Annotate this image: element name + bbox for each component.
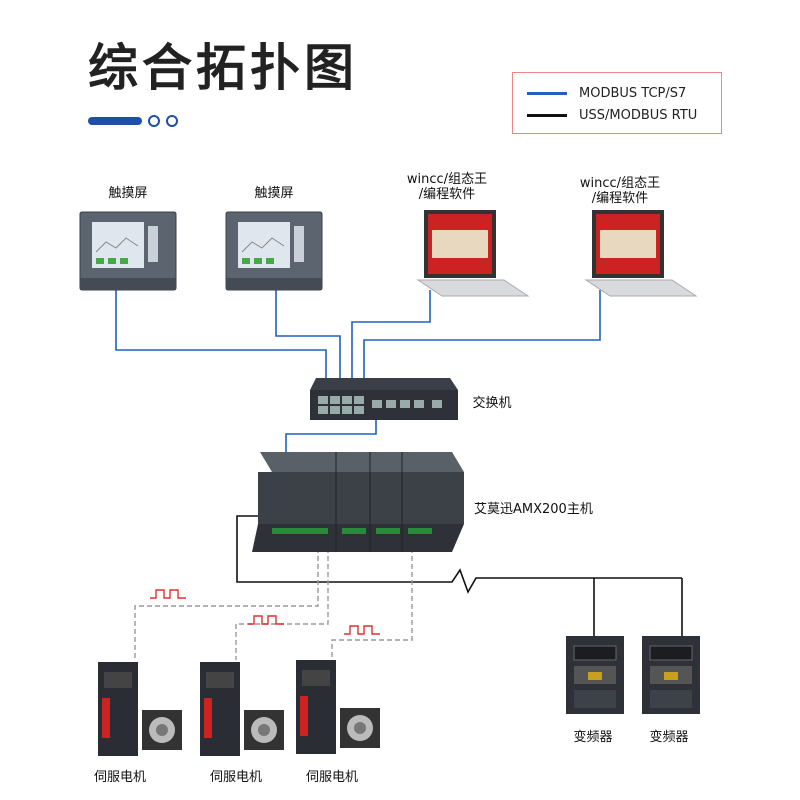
legend-label-ethernet: MODBUS TCP/S7 — [579, 85, 687, 101]
serial-bus — [236, 515, 682, 594]
title-underline-bar — [88, 117, 142, 125]
label-vfd-2: 变频器 — [649, 730, 689, 745]
pulse-icon-1 — [150, 589, 186, 599]
label-servo-2: 伺服电机 — [209, 770, 262, 785]
laptop-2 — [584, 210, 698, 297]
servo-2 — [200, 662, 284, 756]
legend-item-serial: USS/MODBUS RTU — [527, 105, 697, 125]
label-vfd-1: 变频器 — [573, 730, 613, 745]
label-laptop-2: wincc/组态王 /编程软件 — [579, 176, 661, 206]
pulse-symbols — [150, 589, 380, 635]
plc-controller — [252, 452, 464, 552]
link-hmi1-switch — [115, 290, 327, 390]
ethernet-links — [115, 290, 601, 460]
label-hmi-2: 触摸屏 — [254, 186, 294, 201]
vfd-1 — [566, 636, 624, 714]
legend-swatch-ethernet — [527, 91, 567, 95]
pulse-icon-3 — [344, 625, 380, 635]
serial-links — [236, 515, 683, 636]
title-dot-1 — [148, 115, 160, 127]
legend-box: MODBUS TCP/S7 USS/MODBUS RTU — [512, 72, 722, 134]
hmi-2 — [225, 211, 323, 291]
page-title: 综合拓扑图 — [88, 39, 358, 97]
laptop-1 — [416, 210, 530, 297]
title-dot-2 — [166, 115, 178, 127]
link-laptop1-switch — [351, 290, 431, 390]
legend-swatch-serial — [527, 113, 567, 117]
servo-3 — [296, 660, 380, 754]
label-servo-1: 伺服电机 — [93, 770, 146, 785]
label-servo-3: 伺服电机 — [305, 770, 358, 785]
pulse-icon-2 — [248, 615, 284, 625]
network-switch — [310, 378, 458, 420]
label-hmi-1: 触摸屏 — [108, 186, 148, 201]
link-hmi2-switch — [275, 290, 341, 390]
pulse-links — [134, 548, 413, 660]
link-servo3 — [331, 548, 413, 660]
link-laptop2-switch — [363, 290, 601, 390]
link-servo1 — [134, 548, 319, 660]
label-laptop-1: wincc/组态王 /编程软件 — [406, 172, 488, 202]
label-switch: 交换机 — [472, 396, 512, 411]
legend-label-serial: USS/MODBUS RTU — [579, 107, 698, 123]
link-switch-plc — [285, 418, 377, 460]
vfd-2 — [642, 636, 700, 714]
link-servo2 — [235, 548, 329, 660]
servo-1 — [98, 662, 182, 756]
label-plc: 艾莫迅AMX200主机 — [474, 502, 593, 517]
hmi-1 — [79, 211, 177, 291]
legend-item-ethernet: MODBUS TCP/S7 — [527, 83, 686, 103]
